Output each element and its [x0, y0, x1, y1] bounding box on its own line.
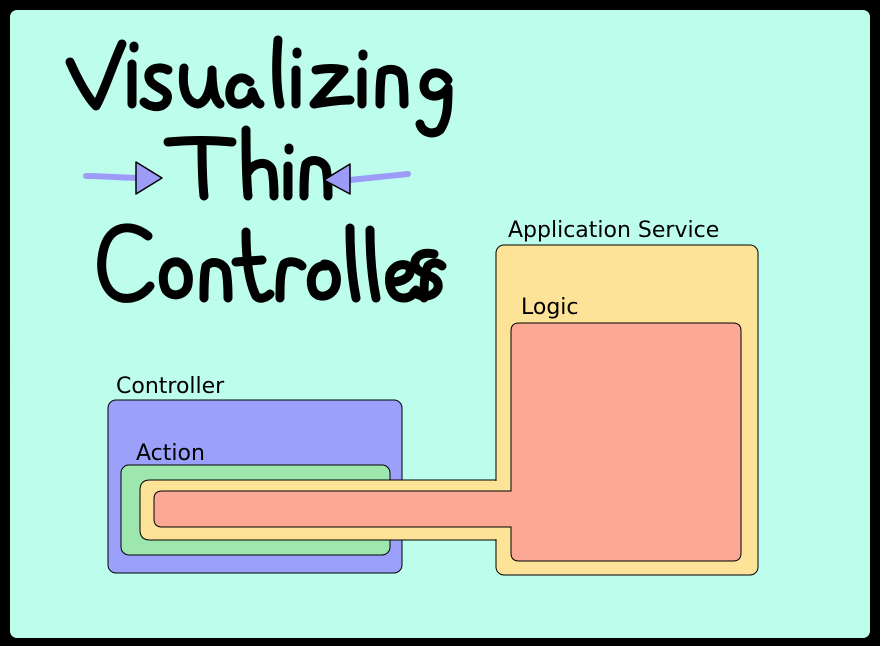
handwritten-title — [65, 35, 453, 303]
application-service-label: Application Service — [508, 218, 719, 243]
title-controllers — [97, 223, 447, 303]
controller-label: Controller — [116, 374, 225, 399]
logic-label: Logic — [521, 295, 579, 320]
right-arrow-icon — [323, 163, 411, 195]
title-visualizing — [65, 35, 453, 138]
logic-box — [153, 322, 742, 562]
title-thin — [163, 125, 333, 201]
action-label: Action — [136, 441, 205, 466]
left-arrow-icon — [83, 161, 163, 195]
